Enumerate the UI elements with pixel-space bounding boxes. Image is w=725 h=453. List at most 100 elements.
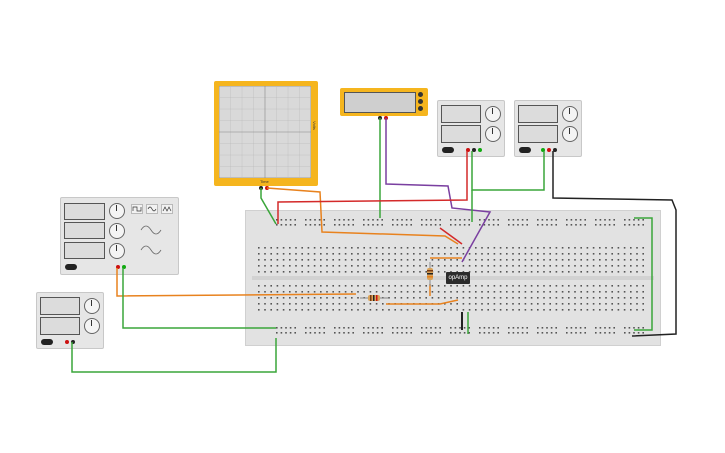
breadboard-hole[interactable] [425, 259, 427, 261]
breadboard-hole[interactable] [524, 265, 527, 267]
breadboard-hole[interactable] [555, 224, 557, 226]
breadboard-hole[interactable] [595, 224, 597, 226]
breadboard-hole[interactable] [524, 253, 527, 255]
breadboard-hole[interactable] [628, 219, 631, 221]
breadboard-hole[interactable] [264, 309, 266, 311]
breadboard-hole[interactable] [388, 271, 390, 273]
breadboard-hole[interactable] [326, 285, 328, 287]
breadboard-hole[interactable] [320, 271, 322, 273]
breadboard-hole[interactable] [450, 219, 452, 221]
breadboard-hole[interactable] [276, 247, 279, 249]
breadboard-hole[interactable] [566, 219, 568, 221]
breadboard-hole[interactable] [636, 285, 638, 287]
breadboard-hole[interactable] [282, 303, 285, 305]
breadboard-hole[interactable] [499, 259, 502, 261]
breadboard-hole[interactable] [282, 285, 285, 287]
breadboard-hole[interactable] [605, 297, 607, 299]
breadboard-hole[interactable] [568, 303, 570, 305]
breadboard-hole[interactable] [270, 291, 272, 293]
breadboard-hole[interactable] [526, 219, 528, 221]
breadboard-hole[interactable] [309, 219, 312, 221]
breadboard-hole[interactable] [369, 297, 372, 299]
breadboard-hole[interactable] [543, 285, 545, 287]
breadboard-hole[interactable] [592, 259, 595, 261]
breadboard-hole[interactable] [493, 285, 496, 287]
breadboard-hole[interactable] [375, 247, 378, 249]
breadboard-hole[interactable] [400, 297, 403, 299]
breadboard-hole[interactable] [574, 285, 576, 287]
breadboard-hole[interactable] [372, 327, 374, 329]
breadboard-hole[interactable] [468, 253, 471, 255]
breadboard-hole[interactable] [444, 253, 446, 255]
breadboard-hole[interactable] [630, 259, 632, 261]
breadboard-hole[interactable] [526, 332, 528, 334]
output-terminal-gnd[interactable] [122, 265, 126, 269]
breadboard-hole[interactable] [642, 271, 644, 273]
breadboard-hole[interactable] [363, 332, 365, 334]
breadboard-hole[interactable] [326, 291, 328, 293]
breadboard-hole[interactable] [580, 247, 582, 249]
breadboard-hole[interactable] [555, 291, 558, 293]
breadboard-hole[interactable] [363, 327, 365, 329]
breadboard-hole[interactable] [305, 332, 307, 334]
breadboard-hole[interactable] [332, 271, 334, 273]
breadboard-hole[interactable] [431, 265, 434, 267]
breadboard-hole[interactable] [369, 285, 372, 287]
breadboard-hole[interactable] [628, 327, 631, 329]
breadboard-hole[interactable] [396, 327, 399, 329]
breadboard-hole[interactable] [295, 271, 297, 273]
breadboard-hole[interactable] [264, 291, 266, 293]
breadboard-hole[interactable] [270, 309, 272, 311]
breadboard-hole[interactable] [524, 297, 527, 299]
breadboard-hole[interactable] [357, 247, 359, 249]
breadboard-hole[interactable] [617, 291, 620, 293]
breadboard-hole[interactable] [546, 219, 548, 221]
breadboard-hole[interactable] [579, 327, 582, 329]
breadboard-hole[interactable] [530, 309, 533, 311]
breadboard-hole[interactable] [450, 303, 452, 305]
breadboard-hole[interactable] [617, 253, 620, 255]
breadboard-hole[interactable] [367, 219, 370, 221]
breadboard-hole[interactable] [561, 309, 564, 311]
breadboard-hole[interactable] [289, 332, 292, 334]
breadboard-hole[interactable] [468, 332, 470, 334]
breadboard-hole[interactable] [307, 247, 310, 249]
breadboard-hole[interactable] [499, 309, 502, 311]
breadboard-hole[interactable] [493, 253, 496, 255]
breadboard-hole[interactable] [307, 303, 310, 305]
multimeter-mode-icon[interactable] [418, 99, 423, 104]
breadboard-hole[interactable] [487, 303, 489, 305]
breadboard-hole[interactable] [537, 309, 539, 311]
breadboard-hole[interactable] [642, 327, 644, 329]
breadboard-hole[interactable] [456, 247, 458, 249]
breadboard-hole[interactable] [549, 259, 551, 261]
breadboard-hole[interactable] [388, 309, 390, 311]
breadboard-hole[interactable] [599, 259, 601, 261]
output-terminal-pos[interactable] [116, 265, 120, 269]
breadboard-hole[interactable] [295, 285, 297, 287]
breadboard-hole[interactable] [388, 253, 390, 255]
breadboard-hole[interactable] [617, 309, 620, 311]
breadboard-hole[interactable] [512, 224, 515, 226]
breadboard-hole[interactable] [586, 309, 589, 311]
breadboard-hole[interactable] [295, 247, 297, 249]
breadboard-hole[interactable] [375, 297, 378, 299]
breadboard-hole[interactable] [419, 259, 421, 261]
breadboard-hole[interactable] [611, 303, 613, 305]
breadboard-hole[interactable] [444, 285, 446, 287]
breadboard-hole[interactable] [410, 327, 412, 329]
breadboard-hole[interactable] [338, 271, 341, 273]
breadboard-hole[interactable] [561, 265, 564, 267]
breadboard-hole[interactable] [401, 219, 403, 221]
breadboard-hole[interactable] [363, 224, 365, 226]
breadboard-hole[interactable] [592, 271, 595, 273]
breadboard-hole[interactable] [456, 297, 458, 299]
breadboard-hole[interactable] [568, 297, 570, 299]
breadboard-hole[interactable] [323, 219, 325, 221]
breadboard-hole[interactable] [419, 285, 421, 287]
breadboard-hole[interactable] [326, 297, 328, 299]
breadboard-hole[interactable] [574, 253, 576, 255]
breadboard-hole[interactable] [543, 291, 545, 293]
breadboard-hole[interactable] [258, 253, 260, 255]
breadboard-hole[interactable] [499, 253, 502, 255]
